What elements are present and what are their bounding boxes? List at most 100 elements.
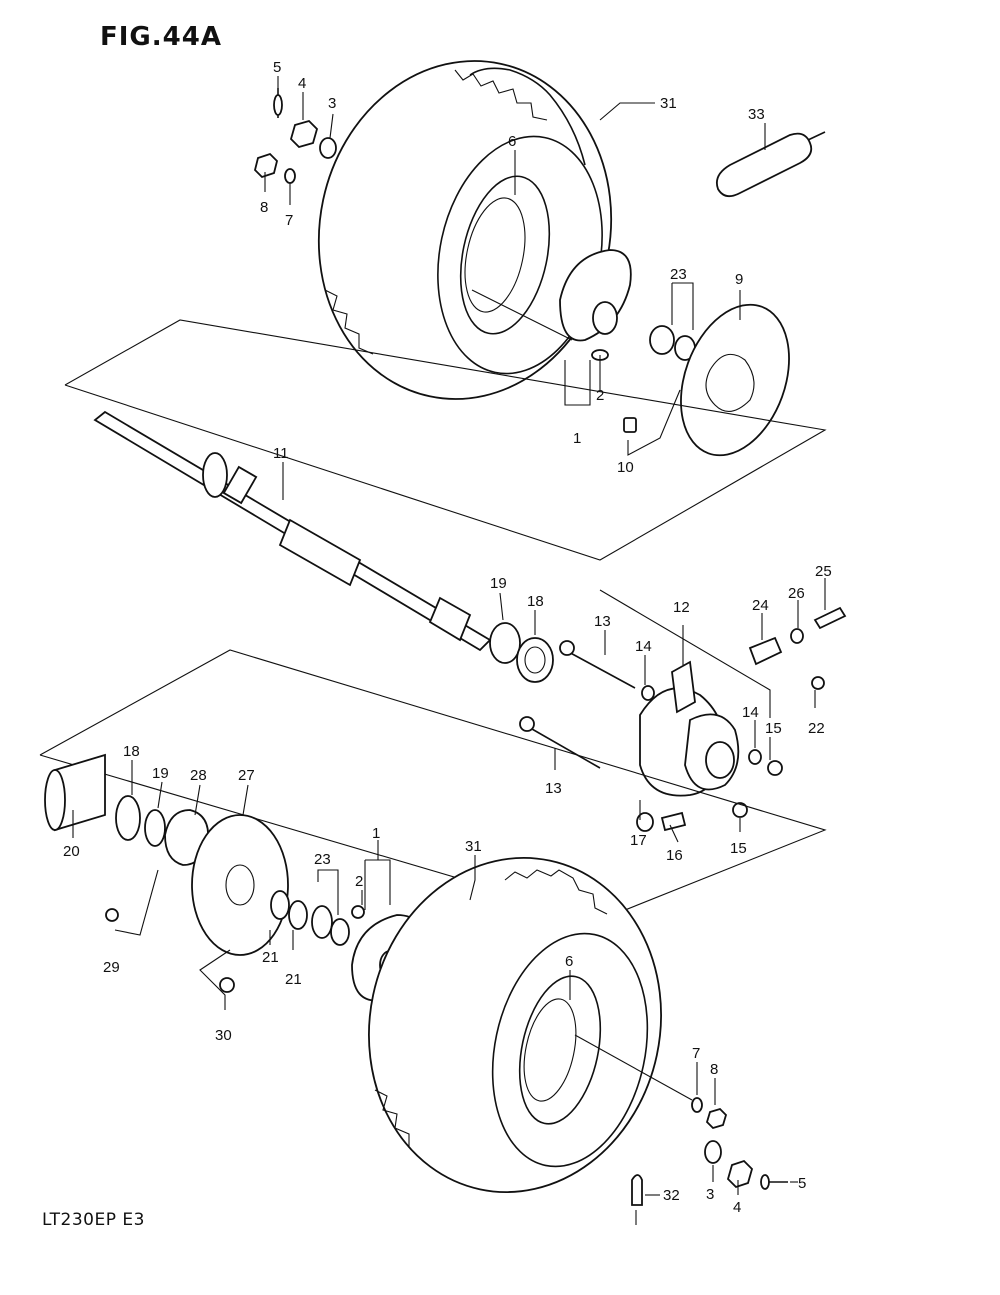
- callout-23: 23: [670, 266, 687, 283]
- callout-25: 25: [815, 563, 832, 580]
- callout-23-b: 23: [314, 851, 331, 868]
- callout-12: 12: [673, 599, 690, 616]
- callout-7-b: 7: [692, 1045, 700, 1062]
- bearing-18-upper: [516, 637, 554, 683]
- upper-tire-tread: [469, 67, 586, 166]
- washer-14-lower: [748, 749, 762, 765]
- callout-19: 19: [490, 575, 507, 592]
- upper-rim-center: [464, 197, 526, 313]
- callout-30: 30: [215, 1027, 232, 1044]
- lower-rim-inner: [518, 975, 602, 1125]
- callout-5-b: 5: [798, 1175, 806, 1192]
- right-fasteners: [636, 606, 847, 832]
- callout-4: 4: [298, 75, 306, 92]
- washer-14-upper: [641, 685, 655, 701]
- lower-tread-lugs: [504, 869, 608, 915]
- upper-left-fasteners: [254, 88, 337, 184]
- callout-33: 33: [748, 106, 765, 123]
- seal-19-lower: [144, 809, 166, 847]
- upper-tire: [317, 60, 613, 400]
- tool-33: [715, 131, 826, 198]
- nut-17: [636, 812, 654, 832]
- callout-22: 22: [808, 720, 825, 737]
- upper-tread-lugs: [454, 69, 548, 121]
- callout-10: 10: [617, 459, 634, 476]
- callout-13: 13: [594, 613, 611, 630]
- callout-2-b: 2: [355, 873, 363, 890]
- callout-27: 27: [238, 767, 255, 784]
- upper-wheel-assembly: [317, 60, 613, 400]
- callout-9: 9: [735, 271, 743, 288]
- nut-23-lower: [311, 905, 333, 939]
- upper-hub: [559, 249, 632, 361]
- lower-tread-lugs-left: [374, 1089, 410, 1148]
- bearing-18-lower: [115, 795, 141, 841]
- washer-26: [790, 628, 804, 644]
- upper-nut-23: [649, 325, 675, 355]
- callout-1: 1: [573, 430, 581, 447]
- callout-15: 15: [765, 720, 782, 737]
- callout-3-b: 3: [706, 1186, 714, 1203]
- washer-21a: [270, 890, 290, 920]
- nut-15-upper: [767, 760, 783, 776]
- leader-lines: [72, 76, 826, 1225]
- bolt-25: [813, 606, 847, 630]
- washer-3-lower: [704, 1140, 722, 1164]
- callout-labels: 5 4 3 8 7 6 31 33 23 9 2 1 10 11 19 18 1…: [63, 59, 832, 1216]
- callout-4-b: 4: [733, 1199, 741, 1216]
- figure-title: FIG.44A: [100, 22, 222, 52]
- washer-3: [319, 137, 337, 159]
- seal-19-upper: [489, 622, 521, 664]
- nut-8-lower: [705, 1107, 728, 1130]
- callout-29: 29: [103, 959, 120, 976]
- castle-nut-4: [289, 119, 319, 149]
- callout-1-b: 1: [372, 825, 380, 842]
- bolt-22: [811, 676, 825, 690]
- callout-20: 20: [63, 843, 80, 860]
- callout-32: 32: [663, 1187, 680, 1204]
- callout-8-b: 8: [710, 1061, 718, 1078]
- bolt-13-upper: [564, 649, 636, 689]
- callout-13-b: 13: [545, 780, 562, 797]
- bolt-10: [623, 417, 637, 433]
- callout-31-b: 31: [465, 838, 482, 855]
- nut-30: [219, 977, 235, 993]
- washer-23-lower: [330, 918, 350, 946]
- lower-rim-center: [523, 998, 577, 1102]
- callout-21: 21: [262, 949, 279, 966]
- bolt-16: [660, 811, 687, 832]
- callout-18: 18: [527, 593, 544, 610]
- rear-axle-11: [93, 410, 492, 652]
- callout-14: 14: [635, 638, 652, 655]
- axle-housing-12: [639, 660, 740, 797]
- bolt-13-lower: [524, 724, 601, 769]
- callout-21-b: 21: [285, 971, 302, 988]
- callout-8: 8: [260, 199, 268, 216]
- washer-21b: [288, 900, 308, 930]
- valve-32: [631, 1174, 643, 1206]
- brake-disc: [680, 303, 790, 457]
- lower-rim-outer: [491, 932, 649, 1168]
- washer-7: [284, 168, 296, 184]
- callout-14-b: 14: [742, 704, 759, 721]
- bolt-29: [105, 908, 119, 922]
- callout-5: 5: [273, 59, 281, 76]
- lower-wheel-assembly: [368, 857, 693, 1193]
- nut-8: [254, 152, 278, 179]
- callout-18-b: 18: [123, 743, 140, 760]
- callout-11: 11: [273, 445, 289, 462]
- callout-15-b: 15: [730, 840, 747, 857]
- upper-rim-inner: [459, 175, 551, 335]
- model-code: LT230EP E3: [42, 1210, 145, 1230]
- sprocket-27: [191, 814, 289, 956]
- callout-16: 16: [666, 847, 683, 864]
- nut-15-lower: [732, 802, 748, 818]
- callout-31: 31: [660, 95, 677, 112]
- callout-6: 6: [508, 133, 516, 150]
- callout-26: 26: [788, 585, 805, 602]
- lower-right-fasteners: [631, 1097, 788, 1206]
- callout-17: 17: [630, 832, 647, 849]
- callout-7: 7: [285, 212, 293, 229]
- lower-box-outline: [39, 649, 827, 921]
